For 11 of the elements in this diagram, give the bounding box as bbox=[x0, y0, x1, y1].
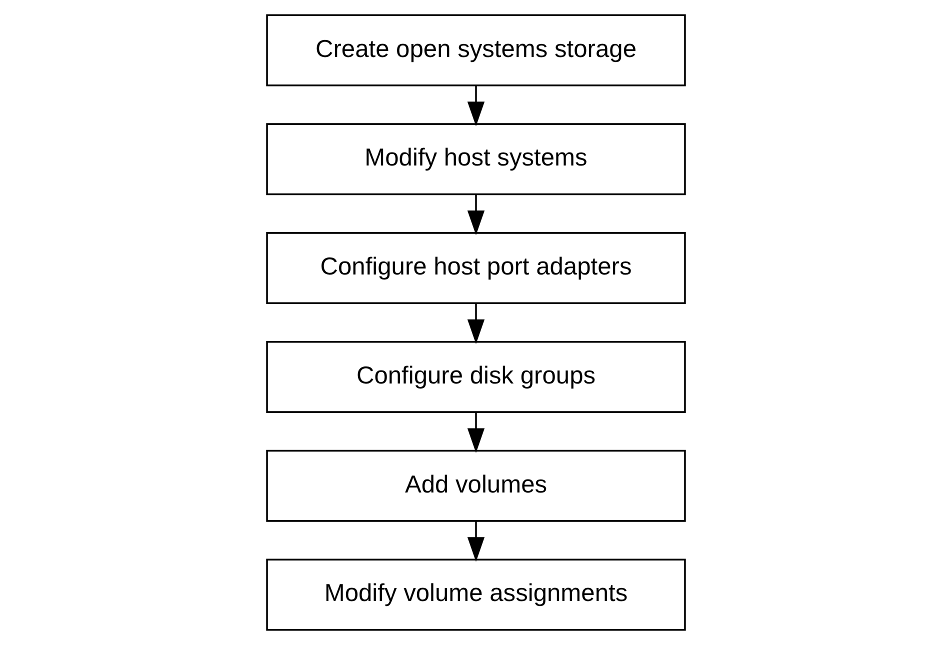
node-box: Modify volume assignments bbox=[266, 558, 686, 631]
arrow bbox=[467, 194, 485, 236]
node-box: Create open systems storage bbox=[266, 14, 686, 86]
node-box: Modify host systems bbox=[266, 123, 686, 196]
node-box: Add volumes bbox=[266, 450, 686, 522]
arrow bbox=[467, 86, 485, 126]
arrow bbox=[467, 304, 485, 344]
arrow bbox=[467, 521, 485, 562]
node-box: Configure disk groups bbox=[266, 340, 686, 413]
arrow bbox=[467, 412, 485, 453]
node-box: Configure host port adapters bbox=[266, 232, 686, 304]
